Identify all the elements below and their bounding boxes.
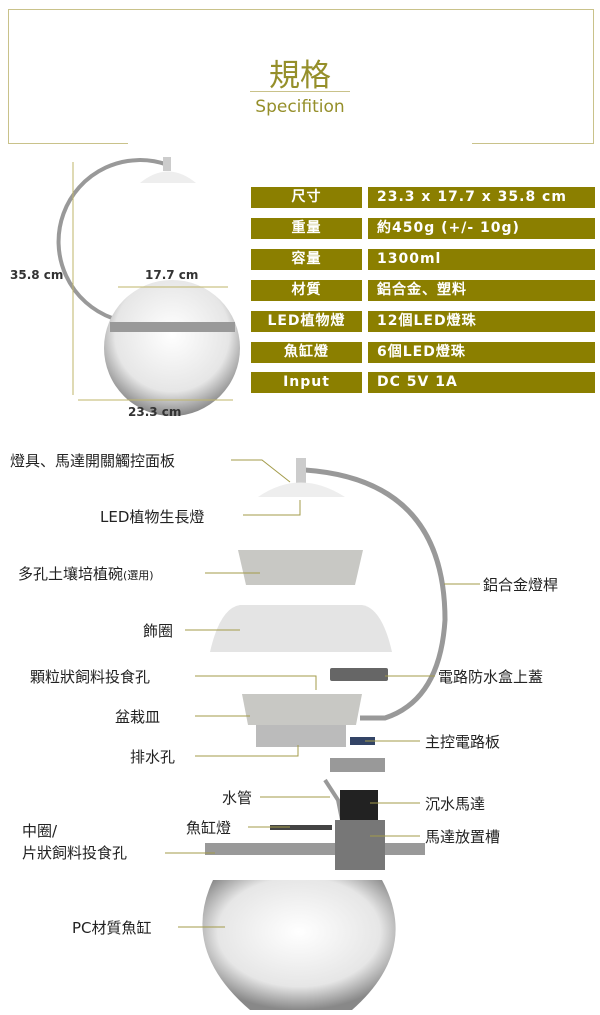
label-middle-ring: 中圈/ [22, 822, 58, 840]
soil-bowl-note: (選用) [123, 569, 154, 582]
spec-label: 尺寸 [251, 187, 362, 208]
spec-value: 約450g (+/- 10g) [368, 218, 595, 239]
label-tank-light: 魚缸燈 [186, 819, 232, 837]
spec-row: 重量約450g (+/- 10g) [251, 218, 595, 239]
label-flake-hole: 片狀飼料投食孔 [22, 844, 128, 862]
label-board: 主控電路板 [425, 733, 501, 751]
spec-value: 6個LED燈珠 [368, 342, 595, 363]
spec-value: 23.3 x 17.7 x 35.8 cm [368, 187, 595, 208]
label-tank: PC材質魚缸 [72, 919, 152, 937]
title-divider [250, 91, 350, 92]
spec-label: 魚缸燈 [251, 342, 362, 363]
label-pump: 沉水馬達 [425, 795, 486, 813]
spec-row: 材質鋁合金、塑料 [251, 280, 595, 301]
page-title: 規格 [269, 58, 331, 94]
spec-label: 材質 [251, 280, 362, 301]
height-dimension: 35.8 cm [10, 268, 64, 282]
page-subtitle: Specifition [255, 97, 345, 117]
label-drain: 排水孔 [130, 748, 176, 766]
width-dimension: 23.3 cm [128, 405, 182, 419]
label-pipe: 水管 [222, 789, 253, 807]
label-ring: 飾圈 [143, 622, 174, 640]
label-pump-slot: 馬達放置槽 [425, 828, 501, 846]
label-pole: 鋁合金燈桿 [483, 576, 559, 594]
label-led-light: LED植物生長燈 [100, 508, 205, 526]
spec-label: LED植物燈 [251, 311, 362, 332]
label-box-lid: 電路防水盒上蓋 [438, 668, 544, 686]
spec-row: LED植物燈 12個LED燈珠 [251, 311, 595, 332]
spec-value: 12個LED燈珠 [368, 311, 595, 332]
spec-row: 容量 1300ml [251, 249, 595, 270]
spec-value: 鋁合金、塑料 [368, 280, 595, 301]
soil-bowl-text: 多孔土壤培植碗 [18, 565, 124, 583]
spec-row: 尺寸 23.3 x 17.7 x 35.8 cm [251, 187, 595, 208]
lamp-dimension-view [56, 157, 240, 416]
spec-row: 魚缸燈 6個LED燈珠 [251, 342, 595, 363]
label-pot-tray: 盆栽皿 [115, 708, 161, 726]
label-feed-hole: 顆粒狀飼料投食孔 [30, 668, 151, 686]
spec-label: 容量 [251, 249, 362, 270]
frame-gap [128, 140, 472, 148]
label-touch-panel: 燈具、馬達開關觸控面板 [10, 452, 176, 470]
spec-row: Input DC 5V 1A [251, 372, 595, 393]
spec-label: Input [251, 372, 362, 393]
exploded-view [165, 458, 480, 1010]
spec-value: 1300ml [368, 249, 595, 270]
spec-label: 重量 [251, 218, 362, 239]
depth-dimension: 17.7 cm [145, 268, 199, 282]
label-soil-bowl: 多孔土壤培植碗(選用) [18, 563, 154, 584]
spec-value: DC 5V 1A [368, 372, 595, 393]
